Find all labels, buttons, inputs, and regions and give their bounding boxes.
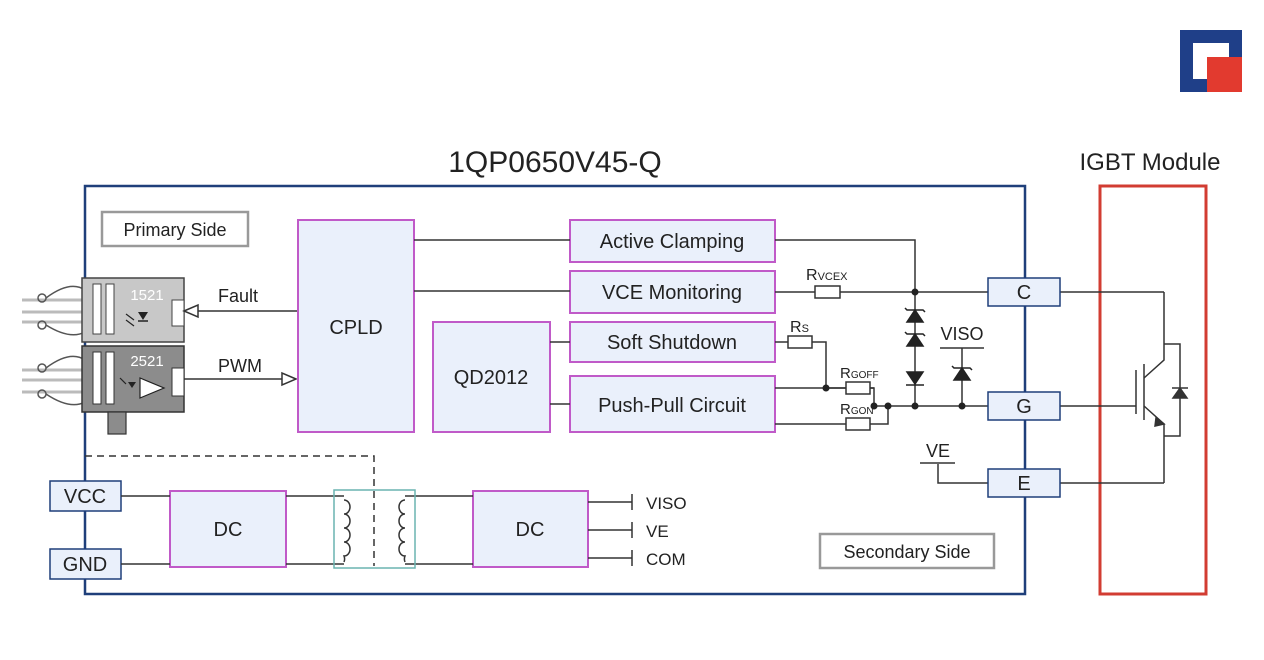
terminal-e-label: E — [1017, 473, 1030, 495]
pwm-label: PWM — [218, 356, 262, 376]
fault-signal: Fault — [182, 286, 298, 319]
terminal-g — [987, 391, 1061, 421]
fault-label: Fault — [218, 286, 258, 306]
cpld-wiring — [414, 239, 570, 405]
soft-shutdown-block — [569, 321, 776, 363]
terminal-c-label: C — [1017, 282, 1031, 304]
clamping-diodes — [904, 307, 973, 386]
rs-resistor — [787, 335, 813, 349]
output-ve-label: VE — [646, 522, 669, 541]
dc-left-block — [169, 490, 287, 568]
dc-right-block — [472, 490, 589, 568]
rgon-resistor — [845, 417, 871, 431]
terminal-e — [987, 468, 1061, 498]
resistors — [787, 285, 871, 431]
rvcex-label: RVCEX — [806, 267, 848, 284]
rs-label: RS — [790, 319, 809, 336]
primary-side-box — [100, 210, 250, 248]
optocoupler-1521: 1521 — [81, 277, 185, 343]
company-logo — [1180, 30, 1242, 92]
dc-left-label: DC — [214, 519, 243, 541]
optocoupler-2521: 2521 — [81, 345, 185, 435]
terminal-g-label: G — [1016, 396, 1032, 418]
secondary-side-label: Secondary Side — [843, 542, 970, 562]
cpld-block — [297, 219, 415, 433]
igbt-module-box — [1098, 184, 1208, 596]
rgoff-resistor — [845, 381, 871, 395]
vce-monitoring-block — [569, 270, 776, 314]
qd2012-block — [432, 321, 551, 433]
terminal-vcc-label: VCC — [64, 486, 106, 508]
diagram-title: 1QP0650V45-Q — [448, 146, 661, 179]
secondary-side-box — [818, 532, 996, 570]
power-wiring — [85, 455, 633, 566]
junction-dots — [822, 288, 966, 410]
ve-label: VE — [926, 441, 950, 461]
module-title: IGBT Module — [1080, 149, 1221, 176]
fiber-connector-cables — [22, 285, 86, 406]
active-clamping-label: Active Clamping — [600, 231, 745, 253]
isolation-transformer — [333, 489, 416, 569]
rgon-label: RGON — [840, 401, 874, 418]
dc-right-label: DC — [516, 519, 545, 541]
terminal-c — [987, 277, 1061, 307]
rgoff-label: RGOFF — [840, 365, 879, 382]
vce-monitoring-label: VCE Monitoring — [602, 282, 742, 304]
terminal-gnd — [49, 548, 122, 580]
primary-side-label: Primary Side — [123, 220, 226, 240]
push-pull-block — [569, 375, 776, 433]
optocoupler-1521-label: 1521 — [130, 287, 163, 304]
output-com-label: COM — [646, 550, 686, 569]
rvcex-resistor — [814, 285, 841, 299]
optocoupler-2521-label: 2521 — [130, 353, 163, 370]
qd2012-label: QD2012 — [454, 367, 529, 389]
terminal-gnd-label: GND — [63, 554, 107, 576]
soft-shutdown-label: Soft Shutdown — [607, 332, 737, 354]
igbt-symbol — [1135, 292, 1189, 483]
cpld-label: CPLD — [329, 317, 382, 339]
push-pull-label: Push-Pull Circuit — [598, 395, 746, 417]
output-viso-label: VISO — [646, 494, 687, 513]
active-clamping-block — [569, 219, 776, 263]
pwm-signal: PWM — [184, 356, 298, 387]
viso-diode-label: VISO — [940, 324, 983, 344]
